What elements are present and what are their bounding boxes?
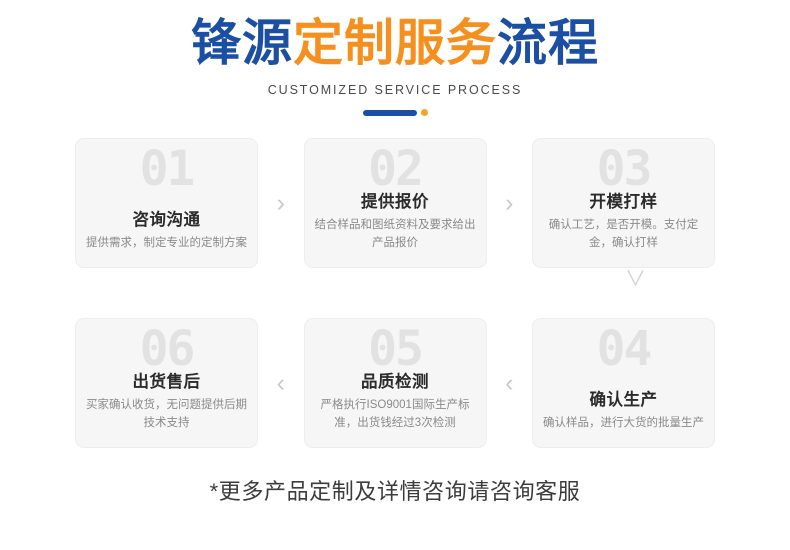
page-title-segment-1: 锋源 (191, 15, 293, 71)
step-content: 确认生产 确认样品，进行大货的批量生产 (533, 390, 714, 433)
process-step-card[interactable]: 05 品质检测 严格执行ISO9001国际生产标准，出货钱经过3次检测 (303, 318, 487, 448)
chevron-down-icon: ∨ (625, 267, 646, 291)
step-number-watermark: 05 (368, 321, 424, 377)
step-content: 开模打样 确认工艺，是否开模。支付定金，确认打样 (533, 192, 714, 253)
step-title: 品质检测 (361, 372, 429, 391)
step-description: 严格执行ISO9001国际生产标准，出货钱经过3次检测 (320, 399, 470, 430)
step-description: 确认样品，进行大货的批量生产 (543, 417, 704, 430)
step-description: 确认工艺，是否开模。支付定金，确认打样 (548, 219, 699, 250)
page-title-segment-2: 定制服务 (293, 15, 497, 71)
title-divider (355, 109, 435, 116)
process-step-card[interactable]: 06 出货售后 买家确认收货，无问题提供后期技术支持 (75, 318, 258, 448)
step-content: 咨询沟通 提供需求，制定专业的定制方案 (76, 210, 257, 253)
row-connector: ∨ (75, 268, 715, 290)
step-content: 提供报价 结合样品和图纸资料及要求给出产品报价 (305, 192, 486, 253)
chevron-left-icon: ‹ (276, 368, 285, 397)
process-step-card[interactable]: 03 开模打样 确认工艺，是否开模。支付定金，确认打样 (532, 138, 715, 268)
chevron-right-icon: › (276, 188, 285, 217)
step-title: 咨询沟通 (132, 210, 201, 229)
page-title-segment-3: 流程 (497, 15, 599, 71)
process-row-bottom: 06 出货售后 买家确认收货，无问题提供后期技术支持 ‹ 05 品质检测 严格执… (75, 318, 715, 448)
chevron-right-icon: › (505, 188, 514, 217)
process-row-top: 01 咨询沟通 提供需求，制定专业的定制方案 › 02 提供报价 结合样品和图纸… (75, 138, 715, 268)
step-content: 品质检测 严格执行ISO9001国际生产标准，出货钱经过3次检测 (305, 372, 486, 433)
step-number-watermark: 06 (139, 321, 196, 377)
page-title: 锋源定制服务流程 (0, 14, 790, 73)
step-number-watermark: 02 (368, 141, 424, 197)
step-number-watermark: 03 (596, 141, 653, 197)
step-description: 结合样品和图纸资料及要求给出产品报价 (314, 219, 476, 250)
page-subtitle: CUSTOMIZED SERVICE PROCESS (267, 83, 523, 97)
step-title: 提供报价 (361, 192, 429, 211)
step-title: 出货售后 (132, 372, 201, 391)
chevron-left-icon: ‹ (505, 368, 514, 397)
process-flow: 01 咨询沟通 提供需求，制定专业的定制方案 › 02 提供报价 结合样品和图纸… (75, 138, 715, 448)
process-step-card[interactable]: 02 提供报价 结合样品和图纸资料及要求给出产品报价 (303, 138, 487, 268)
divider-bar-icon (362, 109, 417, 116)
process-step-card[interactable]: 04 确认生产 确认样品，进行大货的批量生产 (532, 318, 715, 448)
process-step-card[interactable]: 01 咨询沟通 提供需求，制定专业的定制方案 (75, 138, 258, 268)
step-title: 开模打样 (589, 192, 658, 211)
step-description: 买家确认收货，无问题提供后期技术支持 (86, 399, 247, 430)
footer-note: *更多产品定制及详情咨询请咨询客服 (209, 479, 581, 504)
step-number-watermark: 04 (596, 321, 653, 377)
step-number-watermark: 01 (139, 141, 196, 197)
step-description: 提供需求，制定专业的定制方案 (86, 237, 247, 250)
step-title: 确认生产 (589, 390, 658, 409)
page-header: 锋源定制服务流程 CUSTOMIZED SERVICE PROCESS (0, 0, 790, 116)
divider-dot-icon (420, 109, 428, 116)
step-content: 出货售后 买家确认收货，无问题提供后期技术支持 (76, 372, 257, 433)
